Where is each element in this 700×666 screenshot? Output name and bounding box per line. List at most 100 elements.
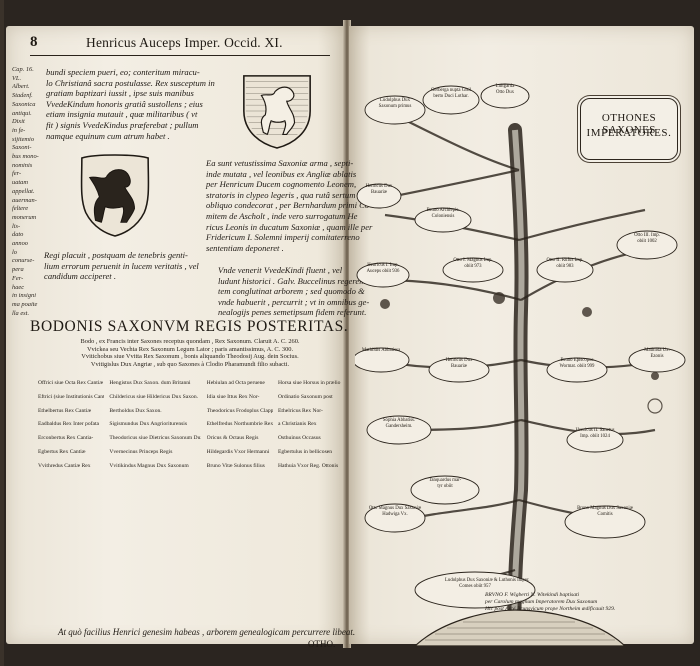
closing-signature: OTHO. [308,639,336,649]
tree-node-label: Mathildis Abbatissa [351,348,411,354]
tree-node-label: Mathilda Ux.Ezonis [627,348,687,359]
genealogy-line: Vvickea seu Vechta Rex Saxonum Legum Lat… [86,345,294,353]
text-line: vnde habuerit , percurrit ; vt in omnibu… [218,296,370,307]
text-line: Fridericum I. Solemni imperij comitaterr… [206,232,360,243]
margin-note-line: Dixit [12,118,25,126]
genealogy-cell: Childericus siue Hildericus Dux Saxon. [109,393,199,400]
margin-note-line: lo [12,248,17,256]
tree-node-line: obiit 983 [556,263,574,269]
genealogy-cell: Ethelbertus Rex Cantiæ [38,407,92,414]
tree-node-label: Otto II. Rufus Imp.obiit 983 [535,258,595,269]
caption-line: BRVNO F. Wigberti N. Witekindi baptisati [485,592,580,598]
text-line: VvedeKindum honoris gratiâ sustollens ; … [46,98,203,109]
caption-line: per Carolum magnum Imperatorem Dux Saxon… [485,598,598,605]
tree-node-line: Bauariæ [451,363,467,369]
tree-node-line: Luitgarda [495,84,515,89]
genealogy-cell: Ordinatio Saxonum post [277,393,333,400]
tree-node-line: Saxonum primus [378,103,412,109]
margin-note-line: lla est. [12,309,30,317]
margin-note-line: Saxonica [12,100,36,108]
text-line: fit ) signis VvedeKindus præferebat ; pu… [46,119,199,130]
tree-node-label: Ludolphus Dux Saxoniæ & Luthonis Imper.C… [445,578,530,589]
genealogy-lines: Bodo , ex Francis inter Saxones receptus… [40,338,340,368]
genealogy-cell: Ethelricus Rex Nor- [277,407,323,414]
margin-note-line: antiqui. [12,109,32,117]
margin-note-line: VL. [12,74,22,82]
text-line: bundi speciem pueri, eo; conteritum mira… [46,67,200,77]
tree-node-line: Otto II. Rufus Imp. [546,258,584,263]
tree-node-line: Mathilda Ux. [644,348,670,353]
running-title: Henricus Auceps Imper. Occid. XI. [86,35,283,50]
genealogy-cell: Vvithredus Cantiæ Rex [38,462,91,469]
text-line: tem conglutinat arborem ; sed quomodo & [218,286,365,297]
cartouche-line-2: IMPERATORES. [586,127,672,139]
paragraph-3: Regi placuit , postquam de tenebris gent… [44,250,214,282]
genealogy-tree-engraving [355,83,686,646]
tree-node-line: Tanquardus mar- [428,478,462,483]
genealogy-cell: Ethelfredus Northumbrie Rex [206,421,273,428]
tree-node-line: tyr obiit [437,483,453,489]
text-line: obliquo condecorat , per Bernhardum prim… [206,200,370,211]
genealogy-grid: Offrici siue Octa Rex Cantiæ Hengistus Du… [38,380,344,477]
margin-note-line: monerum [12,213,37,221]
margin-note-line: Albert. [12,83,30,91]
genealogy-cell: Vvernecinus Princeps Regis [109,448,173,455]
genealogy-row: Vvithredus Cantiæ Rex Vvitikindus Magnus … [38,463,344,470]
genealogy-cell: Erconbertus Rex Cantia- [38,435,94,442]
text-line: Regi placuit , postquam de tenebris gent… [44,250,188,260]
margin-note-line: haec [12,283,25,291]
text-line: candidum acciperet . [44,271,116,282]
tree-node-line: Bruno Archiepis. [426,208,460,213]
section-title: BODONIS SAXONVM REGIS POSTERITAS. [30,318,349,335]
bruno-caption: BRVNO F. Wigberti N. Witekindi baptisati… [485,592,615,612]
tree-node-line: Ludolphus Dux [380,98,410,103]
margin-note-line: lis- [12,222,21,230]
genealogy-cell: Offrici siue Octa Rex Cantiæ [38,380,104,386]
genealogy-cell: Eadbaldus Rex Inter pofata [38,421,100,428]
tree-node-line: Wormat. obiit 999 [559,363,595,369]
tree-node-line: Ludolphus Dux Saxoniæ & Luthonis Imper. [445,578,530,583]
genealogy-cell: Hebiulan ad Octa peruene [206,380,265,386]
tree-node-line: Otto Magnus Dux Saxoniæ [368,506,422,511]
genealogy-cell: Osthuinus Occasus [277,435,321,442]
genealogy-cell: Egbertulus in bellicosen [277,448,333,455]
margin-note-line: fer- [12,170,22,178]
tree-node-label: Otto I. Magnus Imp.obiit 973 [443,258,503,269]
header-rule [30,55,330,56]
genealogy-cell: Vvitikindus Magnus Dux Saxonum [109,462,189,469]
tree-node-line: obiit 1002 [637,238,657,244]
text-line: gratiam baptizari iussit , ipse suis man… [46,88,194,99]
tree-node-line: Bauariæ [371,189,387,195]
paragraph-2: Ea sunt vetustissima Saxoniæ arma , sept… [206,158,372,253]
margin-note-line: nominis [12,161,33,169]
margin-note-line: appellat. [12,187,35,195]
tree-node-line: obiit 973 [464,263,482,269]
genealogy-cell: Hengistus Dux Saxon. dum Britanni [109,380,191,386]
genealogy-row: Erconbertus Rex Cantia-Theodoricus siue … [38,435,344,442]
margin-note-line: ma poaite [12,300,38,308]
margin-note-line: Fer- [12,274,24,282]
page-header: 8 Henricus Auceps Imper. Occid. XI. [30,34,330,52]
text-line: lium errorum peruenit in lucem veritatis… [44,260,199,271]
closing-line: At quò facilius Henrici genesim habeas ,… [58,627,356,637]
tree-node-label: Sophia Abbatiss.Gandersheim. [369,418,429,429]
tree-node-line: Auceps obiit 936 [366,268,400,274]
genealogy-cell: Bruno Vitæ Sulonus filius [206,462,265,469]
margin-note-line: conurse- [12,257,35,265]
text-line: ludunt historici . Galv. Buccelinus rege… [218,275,366,286]
margin-note-line: annoo [12,240,28,248]
genealogy-line: Vvitichobus siue Vvitta Rex Saxonum , bo… [81,353,299,361]
caption-line: Hic post Arcé Brunsvicum prope Northeim … [485,605,616,612]
text-line: per Henricum Ducem cognomento Leonem, [206,179,357,190]
text-line: etiam insignia mutauit , quæ militaribus… [46,109,198,120]
tree-node-line: Bruno Episcopus [560,358,594,363]
